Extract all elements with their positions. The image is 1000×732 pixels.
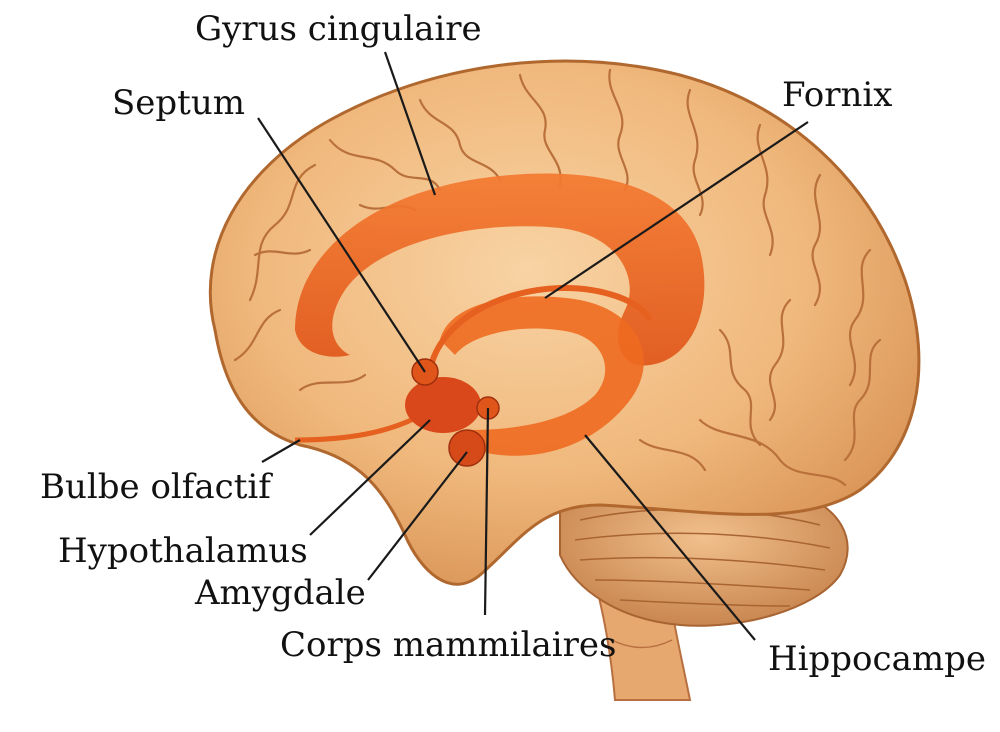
label-septum: Septum (112, 83, 245, 123)
leader-corps-mammilaires (483, 407, 490, 616)
leader-amygdale (367, 451, 468, 581)
label-fornix: Fornix (782, 75, 893, 115)
hypothalamus-mass (405, 377, 481, 433)
leader-fornix (544, 121, 809, 299)
hippocampus-arc (440, 296, 644, 456)
leader-hypothalamus (309, 419, 431, 536)
leader-bulbe-olfactif (261, 439, 301, 463)
label-gyrus-cingulaire: Gyrus cingulaire (195, 9, 482, 49)
limbic-system (294, 173, 705, 467)
leader-hippocampe (584, 434, 756, 641)
fornix-arc (427, 284, 653, 371)
label-corps-mammilaires: Corps mammilaires (280, 625, 617, 665)
label-hypothalamus: Hypothalamus (58, 531, 308, 571)
cingulate-gyrus-band (295, 173, 705, 366)
leader-gyrus-cingulaire (383, 51, 437, 196)
label-hippocampe: Hippocampe (768, 639, 986, 679)
leader-septum (257, 117, 426, 373)
label-amygdale: Amygdale (195, 573, 366, 613)
leader-lines (257, 51, 809, 641)
label-bulbe-olfactif: Bulbe olfactif (40, 467, 271, 507)
amygdala-nucleus (448, 429, 486, 467)
